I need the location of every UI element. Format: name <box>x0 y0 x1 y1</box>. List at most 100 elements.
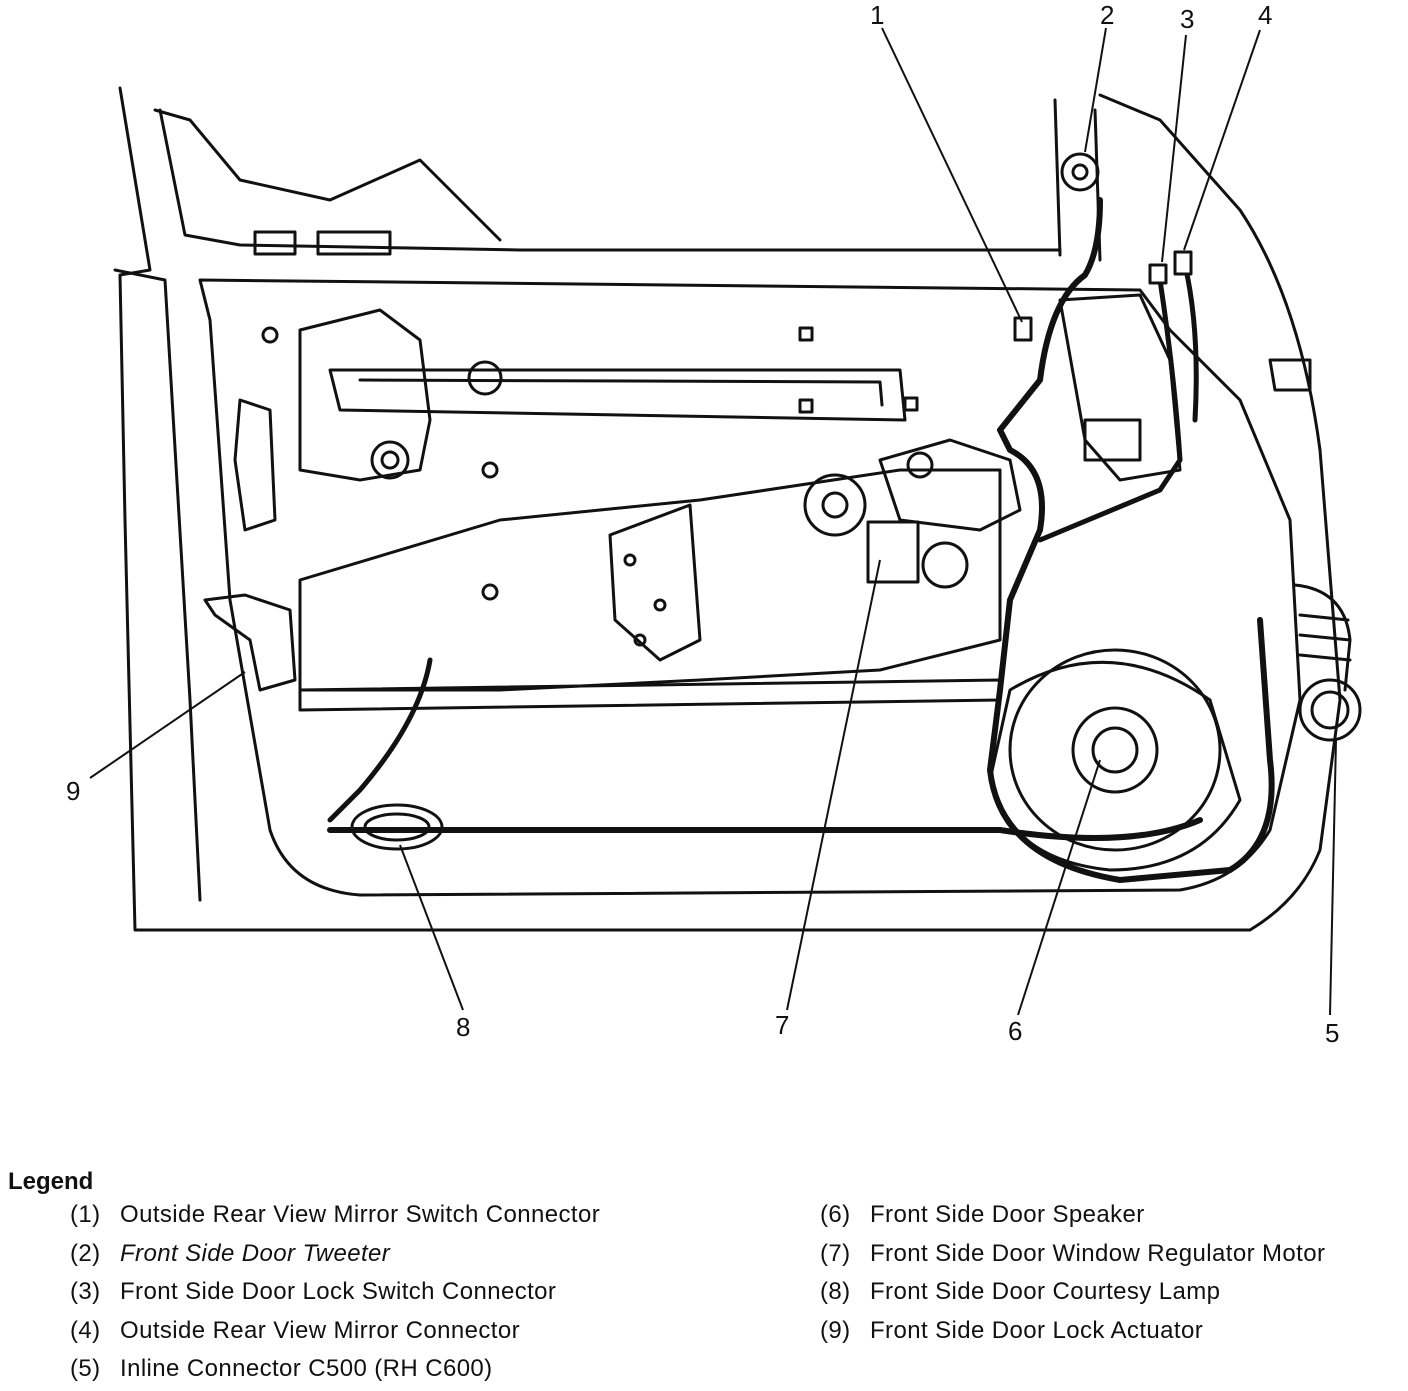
handle-housing <box>298 308 432 482</box>
leader-2 <box>1084 27 1107 153</box>
speaker-cone <box>1071 706 1159 794</box>
leader-5 <box>1329 739 1337 1016</box>
upper-rail <box>328 368 907 422</box>
legend-item-number: (5) <box>70 1355 101 1382</box>
window-regulator-motor <box>866 520 920 584</box>
legend-item-text: Front Side Door Window Regulator Motor <box>870 1239 1326 1267</box>
top-slot-right <box>316 230 392 256</box>
legend-item: (2) Front Side Door Tweeter <box>70 1237 600 1276</box>
legend-item-text: Front Side Door Lock Actuator <box>870 1316 1204 1344</box>
regulator-gear <box>803 473 867 537</box>
legend-left-column: (1) Outside Rear View Mirror Switch Conne… <box>70 1198 600 1391</box>
legend-item: (5) Inline Connector C500 (RH C600) <box>70 1352 600 1391</box>
legend-item-number: (4) <box>70 1316 101 1344</box>
legend-item-number: (9) <box>820 1316 851 1344</box>
panel-hole-4 <box>903 396 919 412</box>
legend-item-text: Front Side Door Speaker <box>870 1201 1145 1228</box>
door-edge-clip <box>1268 358 1312 392</box>
leader-7 <box>786 559 881 1011</box>
legend-item-text: Front Side Door Courtesy Lamp <box>870 1278 1221 1305</box>
legend-item-text: Inline Connector C500 (RH C600) <box>120 1355 493 1382</box>
regulator-gear-hub <box>821 491 849 519</box>
panel-hole-2 <box>798 326 814 342</box>
panel-hole-5 <box>481 461 499 479</box>
inline-connector-bellows <box>1293 583 1352 692</box>
plate-bolt-1 <box>623 553 637 567</box>
mirror-switch-connector <box>1013 316 1033 342</box>
tweeter <box>1060 152 1100 192</box>
callout-5: 5 <box>1325 1018 1339 1048</box>
lock-actuator <box>203 593 297 692</box>
legend-item: (4) Outside Rear View Mirror Connector <box>70 1314 600 1353</box>
tweeter-center <box>1071 163 1089 181</box>
door-outer-outline <box>118 86 1342 932</box>
lock-gear <box>921 541 969 589</box>
legend-item-text: Outside Rear View Mirror Switch Connecto… <box>120 1201 601 1228</box>
legend-item: (1) Outside Rear View Mirror Switch Conne… <box>70 1198 600 1237</box>
legend-item-text: Outside Rear View Mirror Connector <box>120 1316 520 1344</box>
motor-bracket <box>878 438 1022 532</box>
legend-item-number: (3) <box>70 1278 101 1305</box>
leader-6 <box>1017 759 1101 1016</box>
callout-6: 6 <box>1008 1016 1022 1046</box>
panel-hole-3 <box>798 398 814 414</box>
lock-switch-connector <box>1148 263 1168 285</box>
speaker-frame <box>1008 648 1222 852</box>
legend-item-number: (2) <box>70 1239 101 1267</box>
callout-9: 9 <box>66 776 80 806</box>
upper-right-opening <box>1083 418 1142 462</box>
legend-item: (3) Front Side Door Lock Switch Connector <box>70 1275 600 1314</box>
legend-item: (7) Front Side Door Window Regulator Moto… <box>820 1237 1325 1276</box>
plate-bolt-3 <box>633 633 647 647</box>
wiring-harness-main <box>987 197 1275 883</box>
plate-bolt-2 <box>653 598 667 612</box>
lock-cavity <box>233 398 277 532</box>
leader-4 <box>1183 29 1261 251</box>
leader-8 <box>399 844 464 1011</box>
callout-3: 3 <box>1180 4 1194 34</box>
door-hinge-edge <box>113 268 202 902</box>
window-cutout-edge <box>153 108 502 242</box>
panel-hole-6 <box>481 583 499 601</box>
legend-item: (6)Front Side Door Speaker <box>820 1198 1325 1237</box>
speaker-dome <box>1091 726 1139 774</box>
legend: Legend (1) Outside Rear View Mirror Switc… <box>0 1160 1408 1390</box>
legend-item-number: (1) <box>70 1201 101 1228</box>
rail-hole <box>467 360 503 396</box>
leader-3 <box>1161 34 1187 263</box>
legend-item-text: Front Side Door Tweeter <box>120 1239 391 1267</box>
callout-7: 7 <box>775 1010 789 1040</box>
leader-9 <box>89 671 246 779</box>
wiring-harness-mirror <box>1182 262 1199 423</box>
handle-pivot <box>370 440 410 480</box>
door-frame-top <box>158 108 1062 252</box>
panel-hole-1 <box>261 326 279 344</box>
wiring-harness-lower <box>327 817 1203 841</box>
wiring-harness-top-right <box>1037 277 1183 543</box>
regulator-plate <box>608 503 702 662</box>
lower-rail <box>298 678 1002 712</box>
callout-1: 1 <box>870 0 884 30</box>
legend-item-number: (8) <box>820 1278 851 1305</box>
handle-pivot-inner <box>380 450 400 470</box>
legend-item-text: Front Side Door Lock Switch Connector <box>120 1278 557 1305</box>
upper-rail-inner <box>358 378 884 407</box>
center-panel <box>298 468 1002 692</box>
inline-connector-grommet <box>1298 678 1362 742</box>
callout-8: 8 <box>456 1012 470 1042</box>
inline-connector-grommet-inner <box>1310 690 1350 730</box>
legend-item: (8) Front Side Door Courtesy Lamp <box>820 1275 1325 1314</box>
top-slot-left <box>253 230 297 256</box>
legend-title: Legend <box>8 1168 94 1195</box>
legend-item-number: (7) <box>820 1239 851 1267</box>
motor-drive <box>906 451 934 479</box>
upper-right-panel <box>1058 293 1182 482</box>
legend-right-column: (6)Front Side Door Speaker (7) Front Side… <box>820 1198 1325 1352</box>
door-inner-outline <box>198 278 1302 897</box>
leader-1 <box>881 27 1023 323</box>
mirror-connector <box>1173 250 1193 276</box>
wiring-harness-lamp-lead <box>327 657 433 823</box>
legend-item: (9) Front Side Door Lock Actuator <box>820 1314 1325 1353</box>
callout-2: 2 <box>1100 0 1114 30</box>
callout-4: 4 <box>1258 0 1272 30</box>
